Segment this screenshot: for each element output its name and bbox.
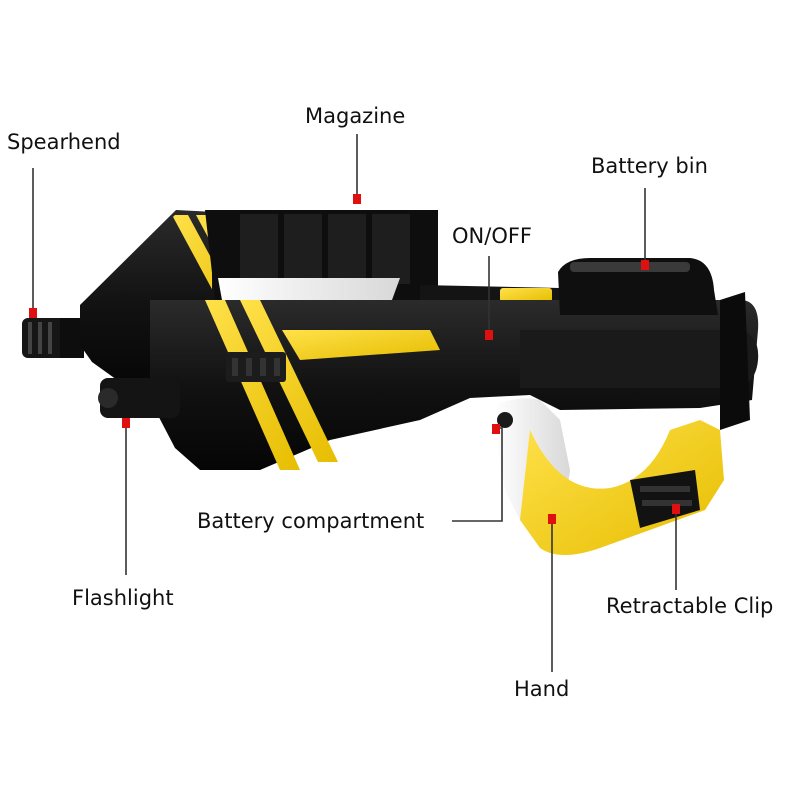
marker-on-off: [485, 330, 493, 340]
flashlight-body: [98, 378, 180, 418]
rear-tube: [520, 330, 759, 388]
marker-battery-bin: [641, 260, 649, 270]
marker-battery-compartment: [492, 424, 500, 434]
marker-dots: [29, 194, 680, 524]
label-battery-compartment: Battery compartment: [197, 509, 425, 533]
label-spearhead: Spearhend: [7, 130, 121, 154]
marker-hand: [548, 514, 556, 524]
stock-end: [720, 292, 750, 430]
label-retractable-clip: Retractable Clip: [606, 594, 774, 618]
battery-bin-body: [558, 258, 718, 315]
front-stripes: [172, 215, 212, 330]
muzzle: [22, 318, 84, 358]
retractable-clip: [630, 470, 700, 528]
hand-guard: [520, 420, 724, 555]
label-battery-bin: Battery bin: [591, 154, 708, 178]
label-flashlight: Flashlight: [72, 586, 174, 610]
side-rail: [226, 352, 286, 382]
battery-bin-highlight: [570, 262, 690, 272]
label-magazine: Magazine: [305, 104, 406, 128]
label-on-off: ON/OFF: [452, 224, 533, 248]
trigger-hole: [497, 412, 513, 428]
label-hand: Hand: [514, 677, 570, 701]
magazine-block: [205, 210, 438, 300]
marker-retractable-clip: [672, 504, 680, 514]
on-off-switch: [500, 288, 552, 302]
marker-magazine: [353, 194, 361, 204]
marker-flashlight: [122, 418, 130, 428]
marker-spearhead: [29, 308, 37, 318]
body-stripes: [205, 300, 440, 470]
